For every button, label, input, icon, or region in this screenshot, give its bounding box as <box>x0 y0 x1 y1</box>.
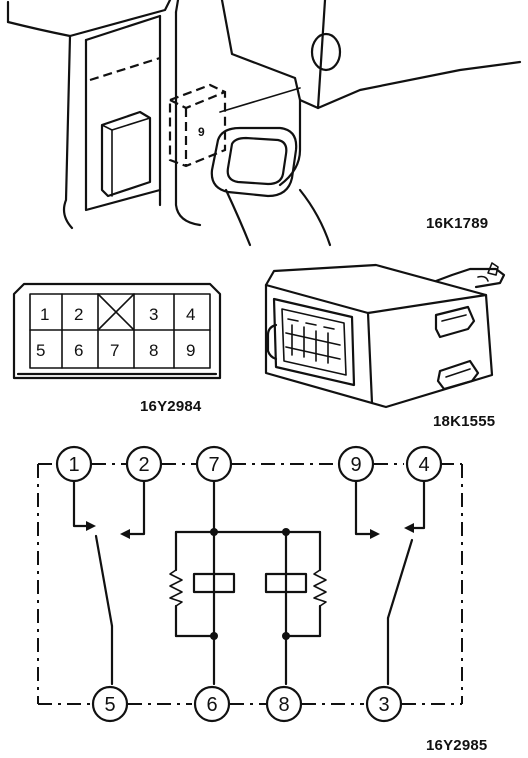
oval-hole <box>310 32 342 72</box>
pin-7: 7 <box>110 341 119 360</box>
pin-6: 6 <box>74 341 83 360</box>
svg-text:7: 7 <box>208 454 219 476</box>
unit-figure <box>256 255 526 415</box>
coil-right <box>264 572 308 594</box>
switch-left-lead <box>72 480 90 528</box>
svg-text:6: 6 <box>206 694 217 716</box>
terminal-8: 8 <box>265 685 303 723</box>
switch-left-blade <box>94 534 114 628</box>
circuit-reference: 16Y2985 <box>426 737 488 754</box>
connector-figure: 1 2 3 4 5 6 7 8 9 <box>12 282 232 382</box>
resistor-left <box>169 569 183 607</box>
panel-switch <box>100 110 152 198</box>
circuit-diagram: 1 2 7 9 4 5 6 8 3 <box>37 445 463 723</box>
unit-reference: 18K1555 <box>433 413 496 430</box>
svg-text:3: 3 <box>378 694 389 716</box>
terminal-4: 4 <box>405 445 443 483</box>
svg-text:2: 2 <box>138 454 149 476</box>
unit-clip-lower <box>436 359 480 391</box>
switch-right-blade <box>386 538 414 620</box>
location-drawing: 9 <box>6 0 522 247</box>
pin-5: 5 <box>36 341 45 360</box>
connector-face: 1 2 3 4 5 6 7 8 9 <box>12 282 222 380</box>
pin-4: 4 <box>186 305 195 324</box>
connector-reference: 16Y2984 <box>140 398 202 415</box>
svg-text:5: 5 <box>104 694 115 716</box>
pin-8: 8 <box>149 341 158 360</box>
terminal-9: 9 <box>337 445 375 483</box>
terminal-2: 2 <box>125 445 163 483</box>
location-reference: 16K1789 <box>426 215 489 232</box>
pin-9: 9 <box>186 341 195 360</box>
terminal-7: 7 <box>195 445 233 483</box>
pin-1: 1 <box>40 305 49 324</box>
recess <box>210 126 298 198</box>
unit-location-outline <box>168 83 227 168</box>
svg-text:4: 4 <box>418 454 429 476</box>
location-figure: 9 16K1789 <box>0 0 528 250</box>
coil-left <box>192 572 236 594</box>
unit-clip-upper <box>434 305 476 339</box>
terminal-6: 6 <box>193 685 231 723</box>
switch-right-lead <box>354 480 374 536</box>
blank-cell-mark <box>97 293 135 331</box>
dash-edge <box>6 20 74 230</box>
circuit-figure: 1 2 7 9 4 5 6 8 3 16Y2985 <box>0 440 528 758</box>
terminal-1: 1 <box>55 445 93 483</box>
svg-text:9: 9 <box>198 125 205 139</box>
terminal-3: 3 <box>365 685 403 723</box>
unit-drawing <box>264 262 506 409</box>
svg-text:1: 1 <box>68 454 79 476</box>
unit-socket <box>272 297 356 387</box>
terminal-5: 5 <box>91 685 129 723</box>
resistor-right <box>313 569 327 607</box>
svg-text:9: 9 <box>350 454 361 476</box>
pin-3: 3 <box>149 305 158 324</box>
pin-2: 2 <box>74 305 83 324</box>
svg-text:8: 8 <box>278 694 289 716</box>
